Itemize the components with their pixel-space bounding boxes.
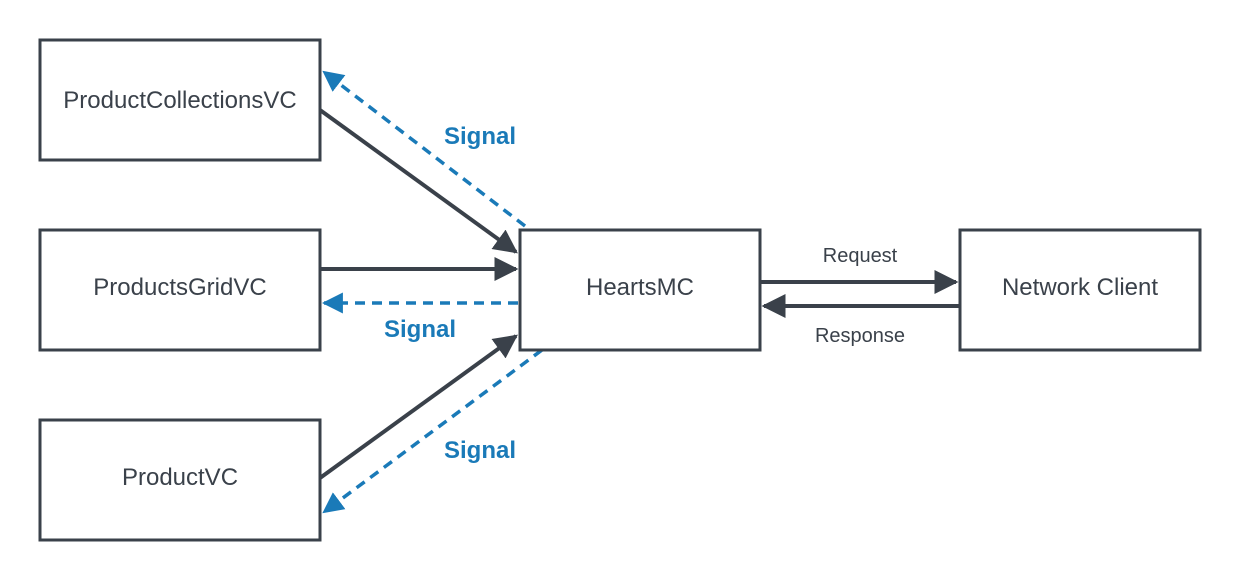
signal-label-top: Signal bbox=[444, 123, 516, 150]
signal-edge-bottom bbox=[322, 348, 544, 514]
signal-label-bottom: Signal bbox=[444, 437, 516, 464]
node-label: ProductVC bbox=[122, 464, 238, 491]
node-label: ProductsGridVC bbox=[93, 274, 266, 301]
signal-edge-top bbox=[322, 70, 527, 228]
node-product-vc: ProductVC bbox=[38, 418, 322, 542]
node-products-grid-vc: ProductsGridVC bbox=[38, 228, 322, 352]
signal-label-middle: Signal bbox=[384, 316, 456, 343]
node-label: ProductCollectionsVC bbox=[63, 87, 296, 114]
request-label: Request bbox=[823, 245, 898, 267]
node-label: Network Client bbox=[1002, 274, 1158, 301]
node-hearts-mc: HeartsMC bbox=[518, 228, 762, 352]
response-label: Response bbox=[815, 325, 905, 347]
node-product-collections-vc: ProductCollectionsVC bbox=[38, 38, 322, 162]
node-network-client: Network Client bbox=[958, 228, 1202, 352]
node-label: HeartsMC bbox=[586, 274, 694, 301]
edge-productcollections-to-hearts bbox=[318, 108, 518, 254]
edge-product-to-hearts bbox=[318, 334, 518, 480]
